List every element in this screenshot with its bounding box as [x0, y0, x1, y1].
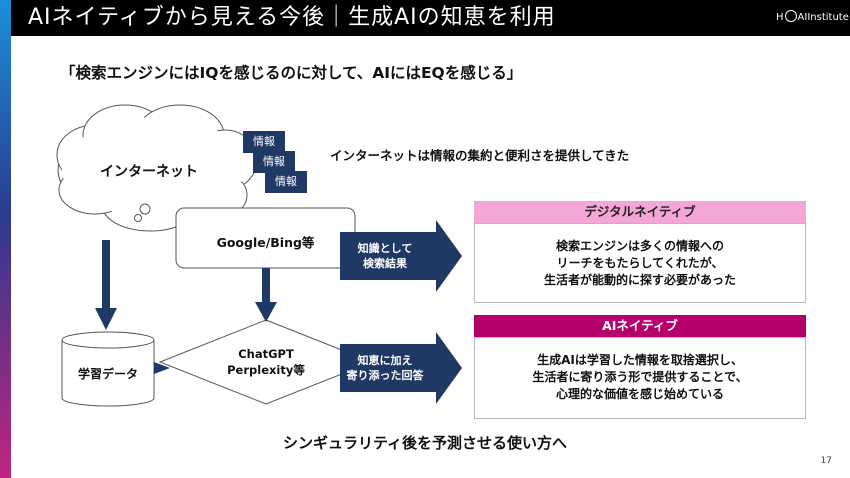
database-cylinder-icon	[61, 331, 155, 407]
info-tag: 情報	[243, 131, 285, 153]
accent-sidebar	[0, 0, 11, 478]
conclusion-text: シンギュラリティ後を予測させる使い方へ	[282, 434, 568, 452]
internet-caption: インターネットは情報の集約と便利さを提供してきた	[330, 148, 630, 163]
info-tag: 情報	[265, 171, 307, 193]
search-engine-label: Google/Bing等	[216, 235, 315, 250]
training-data-label: 学習データ	[77, 367, 138, 381]
bubble-shape	[139, 203, 151, 215]
slide-title: AIネイティブから見える今後｜生成AIの知恵を利用	[28, 5, 556, 30]
cloud-label: インターネット	[100, 164, 198, 180]
info-tag: 情報	[253, 151, 295, 173]
digital-native-panel: 検索エンジンは多くの情報への リーチをもたらしてくれたが、 生活者が能動的に探す…	[474, 223, 806, 303]
bubble-shape	[134, 214, 142, 222]
wisdom-arrow-label: 知恵に加え 寄り添った回答	[346, 354, 424, 382]
slide-subtitle: 「検索エンジンにはIQを感じるのに対して、AIにはEQを感じる」	[60, 64, 523, 82]
llm-label: ChatGPT Perplexity等	[227, 347, 305, 377]
digital-native-header: デジタルネイティブ	[474, 201, 806, 223]
knowledge-arrow	[340, 220, 462, 292]
wisdom-arrow	[340, 332, 462, 404]
knowledge-arrow-label: 知識として 検索結果	[357, 242, 413, 270]
ai-native-panel: 生成AIは学習した情報を取捨選択し、 生活者に寄り添う形で提供することで、 心理…	[474, 337, 806, 419]
title-bar	[11, 0, 850, 36]
page-number: 17	[820, 456, 832, 466]
ai-native-header: AIネイティブ	[474, 315, 806, 337]
llm-diamond	[158, 319, 374, 405]
flow-arrows	[95, 240, 277, 374]
